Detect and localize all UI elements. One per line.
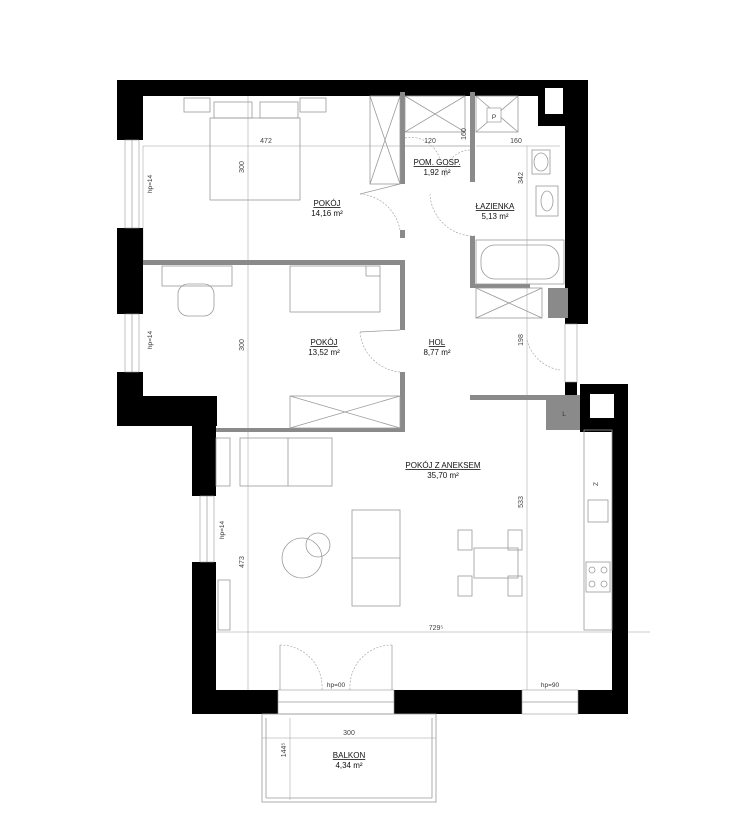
room-area-aneks: 35,70 m² [427,471,459,480]
hp-label-living-window: hp=90 [541,682,560,689]
window-height-labels: hp=14 hp=14 hp=14 hp=00 hp=90 [147,174,560,689]
dim-300-room2: 300 [239,339,246,351]
dim-300-balcony: 300 [343,730,355,737]
hp-label-balcony-door: hp=00 [327,682,346,689]
dim-342: 342 [518,172,525,184]
room-name-balkon: BALKON [333,751,366,760]
room-area-hol: 8,77 m² [423,348,450,357]
room-name-lazienka: ŁAZIENKA [476,202,515,211]
room-labels: POKÓJ 14,16 m² POM. GOSP. 1,92 m² ŁAZIEN… [308,158,515,770]
room-name-pom-gosp: POM. GOSP. [414,158,461,167]
exterior-walls [117,80,628,714]
hp-label-room1: hp=14 [147,174,154,193]
dim-144: 144⁵ [281,743,288,758]
room-area-balkon: 4,34 m² [335,761,362,770]
windows [124,139,579,715]
dim-472: 472 [260,138,272,145]
dim-198: 198 [518,334,525,346]
dim-160-vertical: 160 [461,128,468,140]
doors [279,137,561,691]
dimension-labels: 472 300 120 160 160 342 300 198 533 473 … [239,128,525,757]
room-area-pom-gosp: 1,92 m² [423,168,450,177]
dim-120: 120 [424,138,436,145]
symbol-l: L [562,411,566,418]
hp-label-living: hp=14 [219,520,226,539]
room-area-pokoj-2: 13,52 m² [308,348,340,357]
dim-473: 473 [239,556,246,568]
room-name-pokoj-2: POKÓJ [310,338,337,347]
symbols: P L Z [492,114,600,486]
symbol-z: Z [593,482,600,486]
room-name-aneks: POKÓJ Z ANEKSEM [405,461,480,470]
symbol-p: P [492,114,496,121]
dim-160-horizontal: 160 [510,138,522,145]
dim-729: 729⁵ [429,625,444,632]
room-area-pokoj-1: 14,16 m² [311,209,343,218]
room-name-pokoj-1: POKÓJ [313,199,340,208]
room-area-lazienka: 5,13 m² [481,212,508,221]
room-name-hol: HOL [429,338,446,347]
hp-label-room2: hp=14 [147,330,154,349]
interior-walls [143,92,580,432]
dim-533: 533 [518,496,525,508]
dim-300-room1: 300 [239,161,246,173]
furniture [161,95,613,803]
